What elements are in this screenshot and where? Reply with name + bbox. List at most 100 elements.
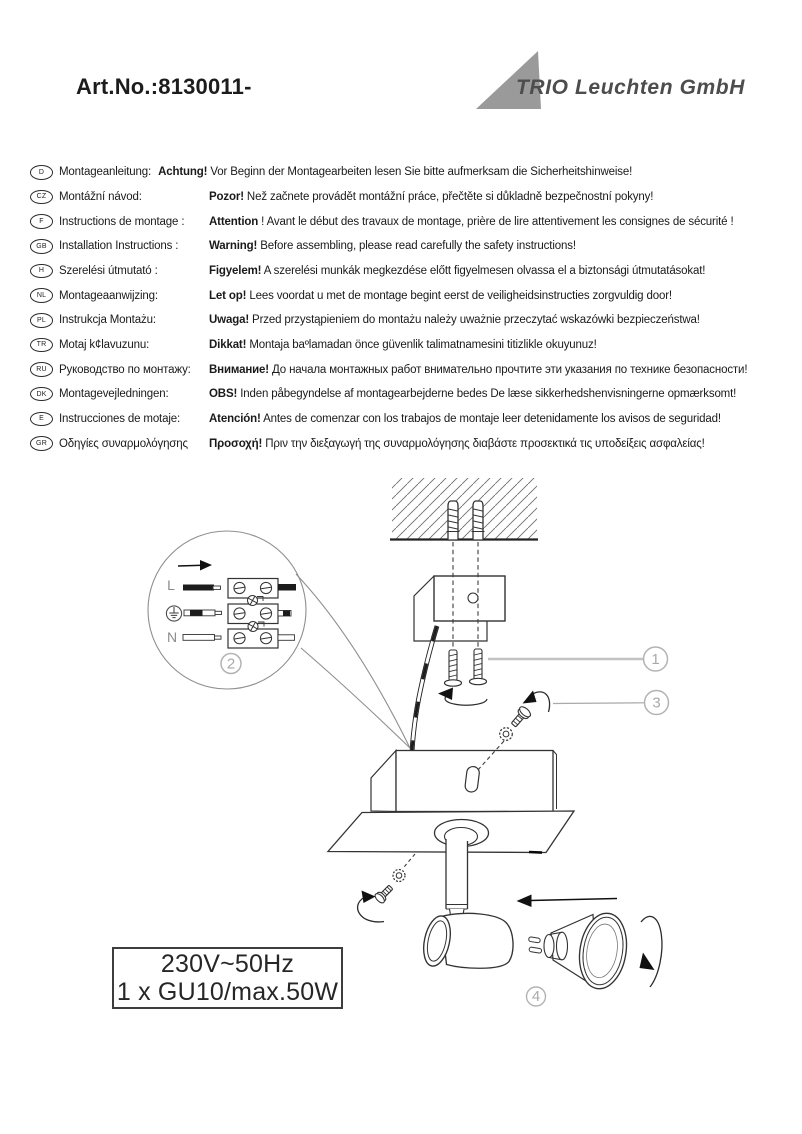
language-badge: H (30, 263, 53, 279)
logo-triangle-icon (476, 51, 541, 109)
brand-logo: TRIO Leuchten GmbH (476, 51, 745, 109)
voltage-spec: 230V~50Hz (160, 950, 295, 978)
live-wire-out (278, 584, 296, 591)
warning-word: Внимание! (209, 363, 269, 376)
instruction-text: Antes de comenzar con los trabajos de mo… (260, 412, 721, 425)
instruction-sentence: Atención! Antes de comenzar con los trab… (209, 413, 721, 425)
brand-name: TRIO Leuchten GmbH (516, 76, 745, 99)
instruction-text: A szerelési munkák megkezdése előtt figy… (261, 264, 706, 277)
warning-word: Dikkat! (209, 338, 247, 351)
instruction-label: Οδηγίες συναρμολόγησης (59, 437, 188, 450)
earth-wire (183, 609, 222, 617)
callout-3-number: 3 (652, 695, 660, 712)
language-badge: TR (30, 337, 53, 353)
language-badge: NL (30, 288, 53, 303)
mounting-bracket (413, 575, 506, 642)
language-badge: D (30, 165, 53, 180)
instruction-label: Instrucciones de motaje: (59, 412, 181, 425)
neutral-wire-out (277, 634, 295, 641)
instruction-row: H Szerelési útmutató : Figyelem! A szere… (30, 259, 790, 284)
phillips-screw-icon (247, 595, 265, 632)
instruction-sentence: Let op! Lees voordat u met de montage be… (209, 290, 672, 302)
neutral-wire (182, 634, 222, 641)
language-badge: GR (30, 436, 53, 451)
instruction-text: Before assembling, please read carefully… (257, 240, 576, 253)
screw-icon (443, 649, 463, 687)
instruction-text: Než začnete provádět montážní práce, pře… (243, 190, 654, 203)
instruction-sentence: OBS! Inden påbegyndelse af montagearbejd… (209, 388, 736, 400)
callout-1-number: 1 (651, 651, 659, 668)
warning-word: Atención! (209, 412, 261, 425)
step-2-marker: 2 (220, 652, 242, 675)
instruction-text: Montaja baºlamadan önce güvenlik talimat… (246, 338, 597, 351)
instruction-text: Lees voordat u met de montage begint eer… (246, 289, 672, 302)
instruction-row: CZ Montážní návod: Pozor! Než začnete pr… (30, 185, 790, 210)
instruction-row: GB Installation Instructions : Warning! … (30, 234, 790, 259)
step-2-number: 2 (227, 656, 235, 673)
callout-3: 3 (552, 689, 670, 716)
instruction-sentence: Attention ! Avant le début des travaux d… (209, 216, 734, 228)
twist-arrow-icon (639, 915, 663, 988)
wall-plug-icon (471, 500, 485, 541)
instruction-label: Руководство по монтажу: (59, 363, 191, 376)
instruction-label: Montážní návod: (59, 190, 142, 203)
instruction-sentence: Figyelem! A szerelési munkák megkezdése … (209, 265, 705, 277)
rotation-arrow-icon (438, 687, 488, 706)
step-4-marker: 4 (525, 986, 547, 1007)
turn-arrow-icon (522, 690, 551, 713)
ceiling-hatch (390, 478, 538, 541)
live-label: L (167, 577, 175, 593)
instruction-label: Instructions de montage : (59, 215, 185, 228)
instruction-label: Montageanleitung: (59, 166, 152, 179)
step-4-number: 4 (532, 988, 540, 1005)
fixing-screw-icon (511, 706, 532, 727)
instruction-sentence: Внимание! До начала монтажных работ вним… (209, 363, 748, 376)
instruction-row: GR Οδηγίες συναρμολόγησης Προσοχή! Πριν … (30, 431, 790, 456)
insert-bulb-arrow-icon (516, 894, 618, 907)
language-badge: RU (30, 362, 53, 377)
mains-cable (409, 625, 440, 753)
gu10-bulb-icon (528, 912, 628, 990)
instruction-label: Szerelési útmutató : (59, 264, 158, 277)
instruction-label: Montageaanwijzing: (59, 289, 158, 302)
instruction-text: Vor Beginn der Montagearbeiten lesen Sie… (207, 166, 633, 179)
instruction-row: RU Руководство по монтажу: Внимание! До … (30, 357, 790, 382)
warning-word: Let op! (209, 289, 247, 302)
canopy-box (370, 748, 557, 813)
instruction-text: До начала монтажных работ внимательно пр… (268, 363, 748, 376)
language-badge: E (30, 411, 53, 427)
wall-plug-icon (446, 500, 460, 541)
language-badge: F (30, 214, 53, 229)
article-number: Art.No.:8130011- (76, 74, 252, 99)
turn-arrow-icon (357, 890, 385, 923)
warning-word: Attention (209, 215, 259, 228)
instruction-sentence: Προσοχή! Πριν την διεξαγωγή της συναρμολ… (209, 438, 705, 450)
warning-word: OBS! (209, 388, 238, 401)
language-badge: CZ (30, 189, 53, 205)
instruction-row: D Montageanleitung: Achtung! Vor Beginn … (30, 160, 790, 185)
screw-icon (468, 648, 488, 686)
earth-symbol-icon (165, 605, 183, 622)
alignment-dashed-lines (452, 542, 479, 647)
instruction-sentence: Warning! Before assembling, please read … (209, 240, 576, 252)
fixing-screw-icon (374, 885, 393, 904)
instruction-label: Montagevejledningen: (59, 388, 169, 401)
instruction-label: Instrukcja Montażu: (59, 314, 156, 327)
instruction-row: PL Instrukcja Montażu: Uwaga! Przed przy… (30, 308, 790, 333)
neutral-label: N (167, 629, 177, 645)
instruction-text: ! Avant le début des travaux de montage,… (258, 215, 734, 228)
insert-wire-arrow-icon (177, 560, 212, 571)
assembly-diagram: L N (147, 478, 670, 1007)
instruction-row: DK Montagevejledningen: OBS! Inden påbeg… (30, 382, 790, 407)
language-instruction-list: D Montageanleitung: Achtung! Vor Beginn … (30, 160, 790, 456)
washer-icon (392, 868, 406, 883)
language-badge: DK (30, 386, 53, 402)
instruction-row: F Instructions de montage : Attention ! … (30, 209, 790, 234)
instruction-sentence: Dikkat! Montaja baºlamadan önce güvenlik… (209, 339, 597, 351)
instruction-sentence: Achtung! Vor Beginn der Montagearbeiten … (158, 166, 632, 178)
spot-head (422, 912, 514, 969)
plate-screw-dashed (403, 853, 416, 868)
bracket-hole (467, 592, 479, 604)
wiring-detail-balloon: L N (147, 530, 411, 749)
